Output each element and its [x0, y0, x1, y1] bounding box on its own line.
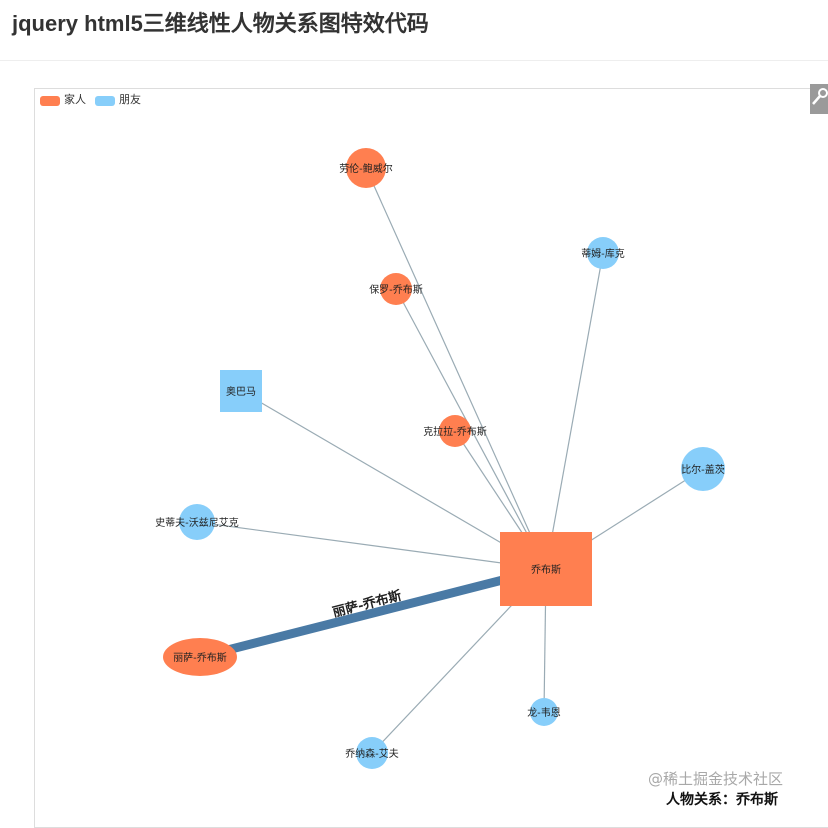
node-bill-gates-label: 比尔-盖茨: [681, 463, 725, 476]
legend-label-family: 家人: [64, 93, 86, 106]
node-clara-jobs[interactable]: 克拉拉-乔布斯: [423, 415, 487, 447]
edge-lauren-powell[interactable]: [365, 167, 547, 570]
node-ron-wayne[interactable]: 龙-韦恩: [527, 698, 561, 726]
node-steve-wozniak[interactable]: 史蒂夫-沃兹尼艾克: [155, 504, 239, 540]
node-layer: 劳伦-鲍威尔保罗-乔布斯克拉拉-乔布斯丽萨-乔布斯蒂姆-库克奥巴马比尔-盖茨史蒂…: [155, 148, 725, 769]
legend-label-friends: 朋友: [119, 93, 141, 106]
edge-obama[interactable]: [240, 390, 547, 570]
node-steve-jobs[interactable]: 乔布斯: [500, 532, 592, 606]
edge-paul-jobs[interactable]: [395, 288, 547, 570]
node-obama[interactable]: 奥巴马: [220, 370, 262, 412]
node-ron-wayne-shape[interactable]: [530, 698, 558, 726]
relationship-graph: 丽萨-乔布斯 劳伦-鲍威尔保罗-乔布斯克拉拉-乔布斯丽萨-乔布斯蒂姆-库克奥巴马…: [155, 148, 725, 769]
node-lisa-jobs-shape[interactable]: [163, 638, 237, 676]
node-lauren-powell[interactable]: 劳伦-鲍威尔: [339, 148, 393, 188]
node-obama-label: 奥巴马: [226, 385, 256, 398]
legend-swatch-friends: [95, 96, 115, 106]
node-clara-jobs-shape[interactable]: [439, 415, 471, 447]
node-bill-gates-shape[interactable]: [681, 447, 725, 491]
node-steve-jobs-shape[interactable]: [500, 532, 592, 606]
edge-steve-wozniak[interactable]: [196, 521, 547, 570]
toolbox-button[interactable]: [810, 84, 828, 114]
node-tim-cook-shape[interactable]: [587, 237, 619, 269]
node-clara-jobs-label: 克拉拉-乔布斯: [423, 425, 487, 438]
page-title: jquery html5三维线性人物关系图特效代码: [12, 11, 429, 36]
node-tim-cook-label: 蒂姆-库克: [581, 247, 625, 260]
node-steve-wozniak-shape[interactable]: [179, 504, 215, 540]
node-bill-gates[interactable]: 比尔-盖茨: [681, 447, 725, 491]
node-lauren-powell-shape[interactable]: [346, 148, 386, 188]
node-jonathan-ive-label: 乔纳森-艾夫: [345, 747, 399, 760]
watermark: @稀土掘金技术社区: [648, 770, 784, 788]
node-steve-jobs-label: 乔布斯: [531, 563, 561, 576]
graph-caption: 人物关系：乔布斯: [666, 792, 778, 808]
edge-tim-cook[interactable]: [545, 252, 604, 570]
node-paul-jobs-label: 保罗-乔布斯: [369, 283, 423, 296]
edge-lisa-jobs[interactable]: [198, 564, 548, 662]
wrench-icon: [812, 88, 828, 105]
node-lisa-jobs-label: 丽萨-乔布斯: [173, 651, 227, 664]
legend-swatch-family: [40, 96, 60, 106]
node-jonathan-ive[interactable]: 乔纳森-艾夫: [345, 737, 399, 769]
node-lauren-powell-label: 劳伦-鲍威尔: [339, 162, 393, 175]
node-paul-jobs-shape[interactable]: [380, 273, 412, 305]
node-paul-jobs[interactable]: 保罗-乔布斯: [369, 273, 423, 305]
edge-layer: 丽萨-乔布斯: [196, 167, 704, 754]
node-lisa-jobs[interactable]: 丽萨-乔布斯: [163, 638, 237, 676]
node-jonathan-ive-shape[interactable]: [356, 737, 388, 769]
title-divider: [0, 60, 828, 61]
node-steve-wozniak-label: 史蒂夫-沃兹尼艾克: [155, 517, 239, 529]
node-tim-cook[interactable]: 蒂姆-库克: [581, 237, 625, 269]
node-ron-wayne-label: 龙-韦恩: [527, 706, 561, 719]
node-obama-shape[interactable]: [220, 370, 262, 412]
